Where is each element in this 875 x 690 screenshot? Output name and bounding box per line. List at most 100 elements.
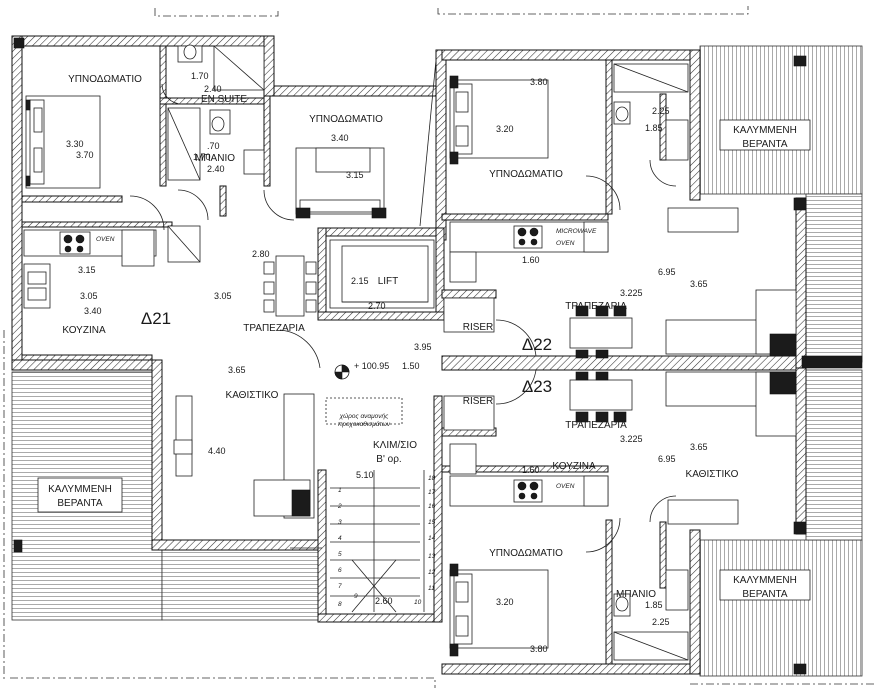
stair-label-1: ΚΛΙΜ/ΣΙΟ — [373, 440, 417, 451]
site-boundary — [3, 6, 875, 688]
room-label-living-d21: ΚΑΘΙΣΤΙΚΟ — [226, 390, 279, 401]
svg-text:11: 11 — [428, 585, 435, 592]
unit-label-d22: Δ22 — [522, 335, 552, 354]
svg-text:3.80: 3.80 — [530, 644, 548, 654]
svg-text:2.15: 2.15 — [351, 276, 369, 286]
room-label-living-d23: ΚΑΘΙΣΤΙΚΟ — [686, 469, 739, 480]
fixtures-d23: OVEN — [449, 371, 797, 661]
svg-text:1.85: 1.85 — [645, 600, 663, 610]
svg-text:3.225: 3.225 — [620, 288, 643, 298]
microwave-label-d22: MICROWAVE — [556, 228, 597, 235]
svg-text:13: 13 — [428, 553, 436, 560]
svg-text:2.80: 2.80 — [252, 249, 270, 259]
room-label-bedroom-d23: ΥΠΝΟΔΩΜΑΤΙΟ — [489, 548, 563, 559]
svg-text:1.50: 1.50 — [402, 361, 420, 371]
stair-treads — [330, 470, 425, 613]
svg-text:1: 1 — [338, 487, 342, 494]
room-label-dining-d23: ΤΡΑΠΕΖΑΡΙΑ — [565, 420, 627, 431]
unit-labels: Δ21 Δ22 Δ23 + 100.95 — [141, 309, 552, 396]
svg-text:6: 6 — [338, 567, 342, 574]
svg-text:7: 7 — [338, 583, 342, 590]
svg-text:1.85: 1.85 — [645, 123, 663, 133]
room-label-kitchen-d21: ΚΟΥΖΙΝΑ — [62, 325, 106, 336]
svg-text:2.70: 2.70 — [368, 301, 386, 311]
veranda-left-label-2: ΒΕΡΑΝΤΑ — [57, 498, 103, 509]
svg-text:3.95: 3.95 — [414, 342, 432, 352]
svg-text:1.70: 1.70 — [193, 152, 211, 162]
veranda-tr-label-2: ΒΕΡΑΝΤΑ — [742, 139, 788, 150]
svg-text:3.65: 3.65 — [690, 279, 708, 289]
room-label-bedroom-d21-master: ΥΠΝΟΔΩΜΑΤΙΟ — [68, 74, 142, 85]
svg-text:1.60: 1.60 — [522, 465, 540, 475]
svg-text:3.15: 3.15 — [78, 265, 96, 275]
svg-text:1.60: 1.60 — [522, 255, 540, 265]
svg-text:3.80: 3.80 — [530, 77, 548, 87]
room-label-en-suite: EN SUITE — [201, 94, 247, 105]
svg-text:3.40: 3.40 — [84, 306, 102, 316]
room-label-dining-d21: ΤΡΑΠΕΖΑΡΙΑ — [243, 323, 305, 334]
lift-label: LIFT — [378, 276, 399, 287]
svg-text:8: 8 — [338, 601, 342, 608]
svg-text:6.95: 6.95 — [658, 267, 676, 277]
svg-text:10: 10 — [414, 599, 422, 606]
fixtures-d21: OVEN — [23, 44, 387, 519]
svg-text:2.25: 2.25 — [652, 617, 670, 627]
room-label-bath-d21: ΜΠΑΝΙΟ — [195, 153, 235, 164]
svg-text:4.40: 4.40 — [208, 446, 226, 456]
svg-text:2.25: 2.25 — [652, 106, 670, 116]
stair-step-numbers: 1 2 3 4 5 6 7 8 9 10 11 12 13 14 15 16 1… — [337, 475, 436, 608]
svg-text:3.30: 3.30 — [66, 139, 84, 149]
veranda-br-label-2: ΒΕΡΑΝΤΑ — [742, 589, 788, 600]
room-label-bedroom-d22: ΥΠΝΟΔΩΜΑΤΙΟ — [489, 169, 563, 180]
svg-text:3.05: 3.05 — [214, 291, 232, 301]
svg-text:3.65: 3.65 — [228, 365, 246, 375]
svg-text:12: 12 — [428, 569, 436, 576]
svg-text:5: 5 — [338, 551, 342, 558]
svg-text:3: 3 — [338, 519, 342, 526]
svg-text:17: 17 — [428, 489, 436, 496]
veranda-top-right: ΚΑΛΥΜΜΕΝΗ ΒΕΡΑΝΤΑ — [699, 45, 863, 363]
room-labels: ΥΠΝΟΔΩΜΑΤΙΟ ΥΠΝΟΔΩΜΑΤΙΟ EN SUITE ΜΠΑΝΙΟ … — [62, 74, 738, 600]
waiting-label-1: χώρος αναμονής — [339, 412, 390, 420]
svg-text:4: 4 — [338, 535, 342, 542]
svg-text:.70: .70 — [207, 141, 220, 151]
svg-text:2.40: 2.40 — [204, 84, 222, 94]
riser-top-label: RISER — [463, 322, 494, 333]
level-label: + 100.95 — [354, 361, 389, 371]
room-label-bedroom-d21-second: ΥΠΝΟΔΩΜΑΤΙΟ — [309, 114, 383, 125]
svg-text:3.65: 3.65 — [690, 442, 708, 452]
riser-bottom-label: RISER — [463, 396, 494, 407]
svg-text:1.70: 1.70 — [191, 71, 209, 81]
core: 1 2 3 4 5 6 7 8 9 10 11 12 13 14 15 16 1… — [325, 239, 495, 613]
oven-label-d22: OVEN — [556, 240, 575, 247]
svg-text:2.60: 2.60 — [375, 596, 393, 606]
veranda-br-label-1: ΚΑΛΥΜΜΕΝΗ — [733, 575, 797, 586]
svg-text:3.40: 3.40 — [331, 133, 349, 143]
svg-text:9: 9 — [354, 593, 358, 600]
svg-text:3.225: 3.225 — [620, 434, 643, 444]
door-swings — [129, 59, 677, 553]
svg-text:3.15: 3.15 — [346, 170, 364, 180]
svg-text:3.20: 3.20 — [496, 124, 514, 134]
svg-text:3.05: 3.05 — [80, 291, 98, 301]
room-label-kitchen-d23: ΚΟΥΖΙΝΑ — [552, 461, 596, 472]
room-label-dining-d22: ΤΡΑΠΕΖΑΡΙΑ — [565, 301, 627, 312]
svg-text:3.70: 3.70 — [76, 150, 94, 160]
svg-text:14: 14 — [428, 535, 436, 542]
svg-text:15: 15 — [428, 519, 436, 526]
svg-text:18: 18 — [428, 475, 436, 482]
unit-label-d21: Δ21 — [141, 309, 171, 328]
svg-text:5.10: 5.10 — [356, 470, 374, 480]
veranda-left-label-1: ΚΑΛΥΜΜΕΝΗ — [48, 484, 112, 495]
dimension-labels: 1.70 2.40 3.30 3.70 .70 1.70 2.40 3.40 3… — [66, 71, 708, 654]
svg-text:6.95: 6.95 — [658, 454, 676, 464]
room-label-bath-d23: ΜΠΑΝΙΟ — [616, 589, 656, 600]
svg-text:2: 2 — [337, 503, 342, 510]
unit-label-d23: Δ23 — [522, 377, 552, 396]
svg-text:2.40: 2.40 — [207, 164, 225, 174]
veranda-tr-label-1: ΚΑΛΥΜΜΕΝΗ — [733, 125, 797, 136]
svg-text:16: 16 — [428, 503, 436, 510]
columns — [13, 37, 863, 675]
waiting-label-2: προχοκαθισμάτων — [338, 420, 391, 428]
fixtures-d22: MICROWAVE OVEN — [449, 63, 797, 359]
